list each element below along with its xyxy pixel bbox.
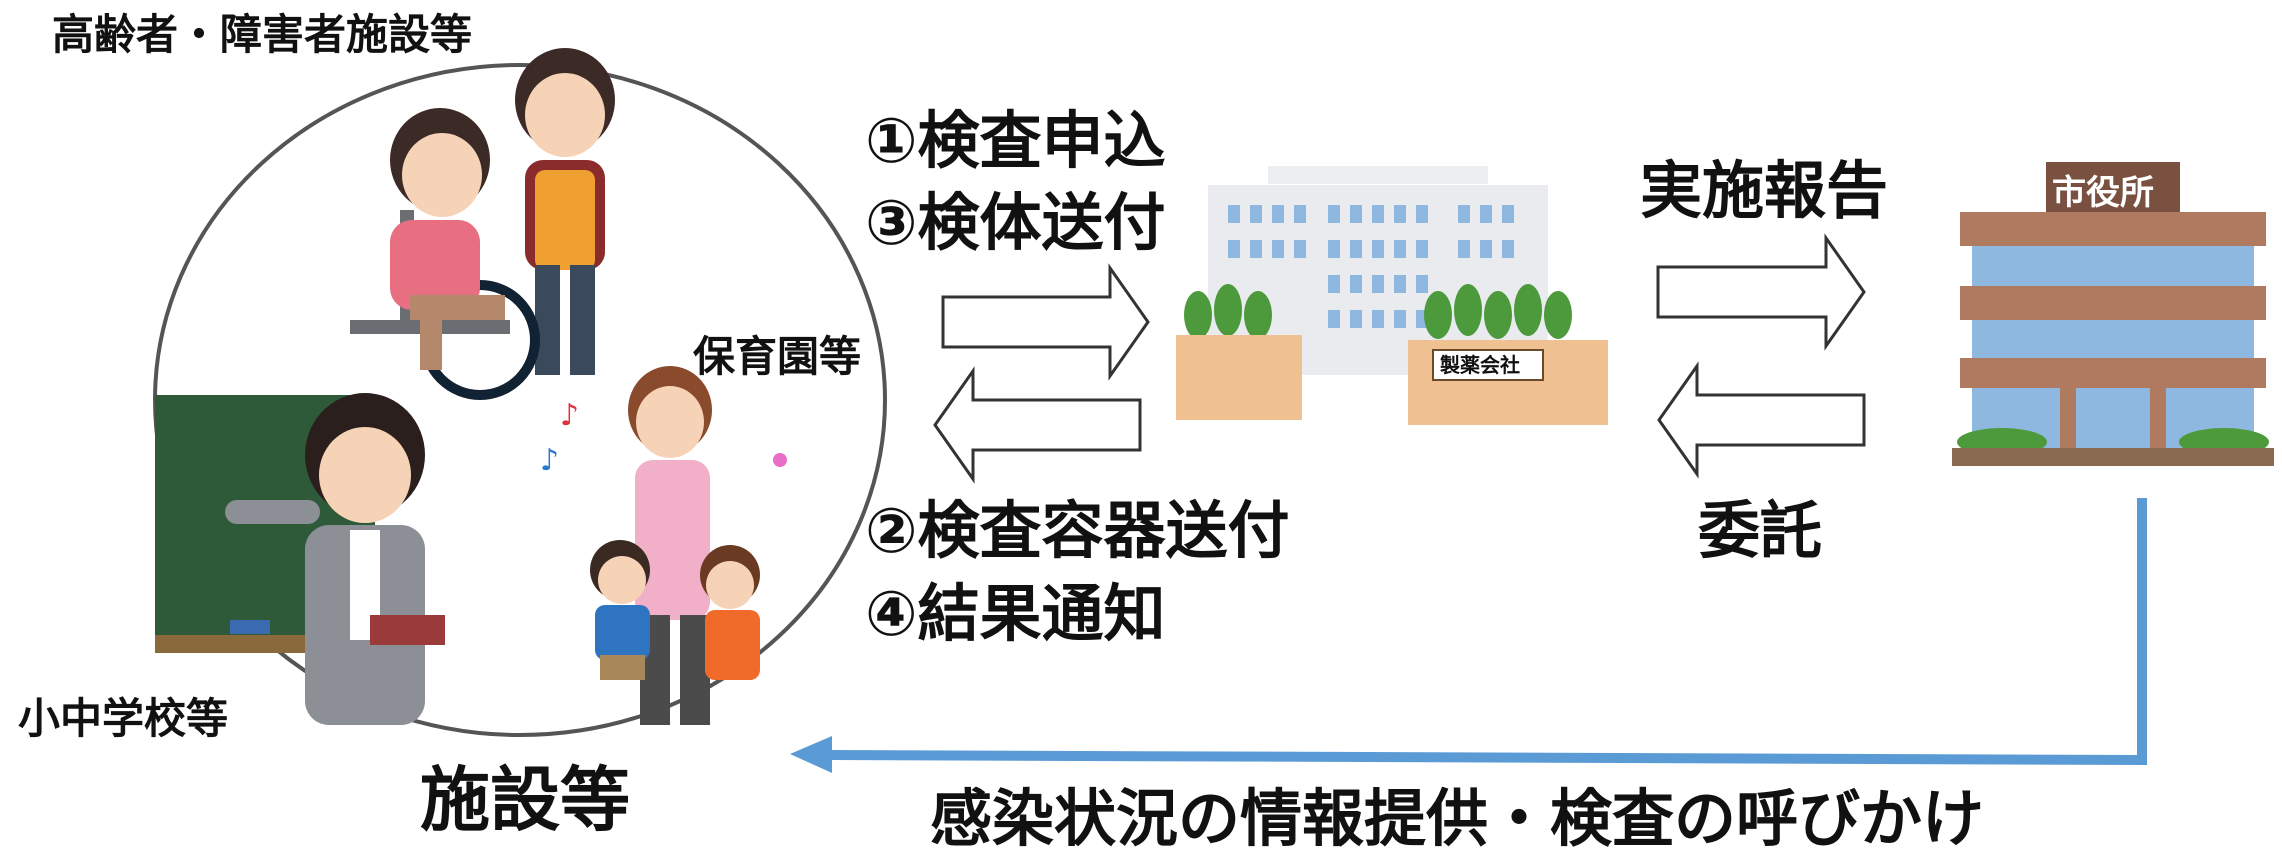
pharma-sign: 製薬会社 <box>1440 353 1520 377</box>
label-info-provision: 感染状況の情報提供・検査の呼びかけ <box>930 782 1985 855</box>
svg-text:♪: ♪ <box>540 443 559 478</box>
pharma-company-building-icon <box>1176 166 1608 425</box>
label-entrust: 委託 <box>1698 494 1823 567</box>
wheelchair-caregiver-illustration <box>350 48 615 400</box>
label-step1: ①検査申込 <box>865 104 1166 177</box>
nursery-teacher-children-illustration: ♪ ♪ <box>540 366 787 725</box>
label-step2: ②検査容器送付 <box>865 494 1290 567</box>
svg-text:♪: ♪ <box>560 398 579 433</box>
label-step4: ④結果通知 <box>865 577 1166 650</box>
city-hall-building-icon <box>1952 162 2274 466</box>
label-elderly-disabled-facilities: 高齢者・障害者施設等 <box>52 10 473 59</box>
label-nursery: 保育園等 <box>693 332 862 381</box>
teacher-chalkboard-illustration <box>155 393 445 725</box>
label-report: 実施報告 <box>1640 154 1889 227</box>
label-schools: 小中学校等 <box>18 694 229 743</box>
city-hall-sign: 市役所 <box>2052 173 2154 213</box>
label-step3: ③検体送付 <box>865 186 1166 259</box>
label-facilities: 施設等 <box>420 759 630 841</box>
